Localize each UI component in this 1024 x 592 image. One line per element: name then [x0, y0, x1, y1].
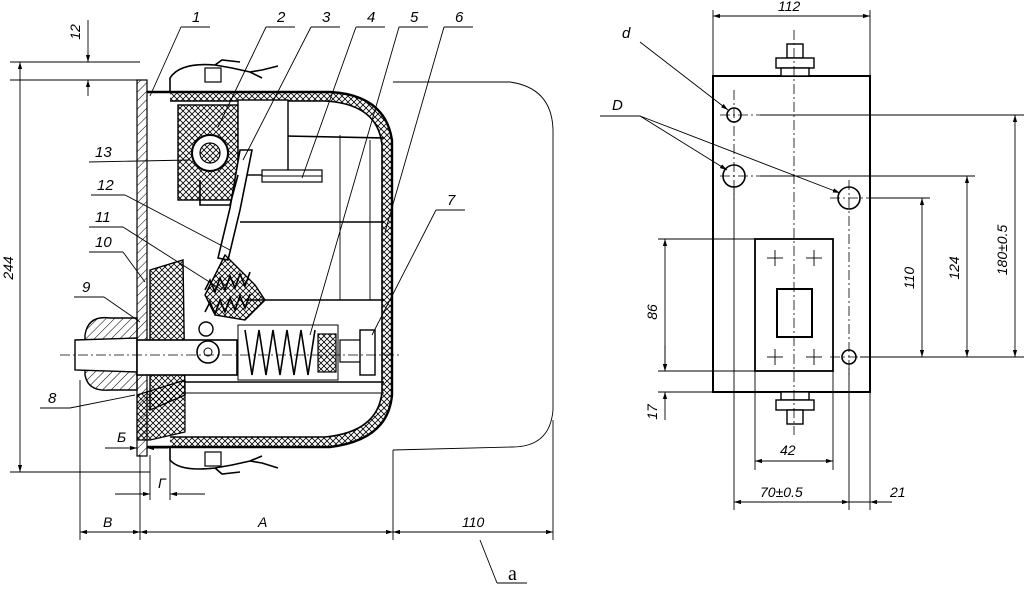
valve-disc — [196, 340, 220, 364]
dim-180: 180±0.5 — [994, 225, 1010, 276]
label-D: D — [612, 97, 623, 114]
dim-b: Б — [117, 429, 126, 445]
callout-13: 13 — [95, 144, 112, 161]
back-wall — [136, 79, 148, 457]
callout-1: 1 — [192, 9, 200, 26]
callout-labels: 1 2 3 4 5 6 7 8 9 10 11 12 13 — [40, 9, 473, 409]
dim-124: 124 — [946, 256, 962, 280]
dim-v: В — [103, 514, 112, 530]
callout-2: 2 — [276, 9, 286, 26]
callout-11: 11 — [95, 209, 111, 226]
pin — [198, 321, 214, 337]
armature — [204, 253, 266, 321]
top-terminal-nut — [786, 43, 804, 59]
bottom-terminal-nut — [786, 409, 804, 425]
dim-21: 21 — [889, 484, 906, 500]
bottom-flange — [136, 379, 186, 441]
lever-link — [199, 174, 239, 206]
indicator-slot — [776, 288, 813, 338]
left-dimensions: 244 12 В А 110 Б Г а — [0, 20, 554, 585]
callout-10: 10 — [95, 234, 112, 251]
dim-top-gap: 12 — [67, 24, 83, 40]
bottom-latch — [169, 447, 279, 475]
valve-body — [136, 339, 238, 376]
dim-a: А — [257, 514, 267, 530]
dim-cover-depth: 110 — [462, 514, 485, 530]
dim-42: 42 — [780, 442, 796, 458]
return-spring — [244, 329, 316, 376]
dim-110: 110 — [901, 267, 917, 290]
view-label: а — [508, 563, 517, 585]
dim-height: 244 — [0, 256, 16, 281]
top-latch — [169, 59, 279, 92]
spring-sleeve — [237, 324, 339, 381]
dim-70: 70±0.5 — [760, 484, 803, 500]
dim-width: 112 — [778, 0, 801, 14]
callout-7: 7 — [447, 192, 456, 209]
callout-12: 12 — [97, 177, 114, 194]
dim-g: Г — [158, 475, 167, 491]
right-front-view: d D 112 110 124 180±0.5 86 17 — [600, 0, 1024, 510]
left-section-view: 1 2 3 4 5 6 7 8 9 10 11 12 13 — [0, 9, 554, 585]
dim-86: 86 — [644, 304, 660, 320]
bearing-inner — [199, 142, 221, 164]
stopper — [317, 333, 337, 373]
callout-6: 6 — [455, 9, 464, 26]
bottom-terminal-washer — [780, 391, 810, 401]
label-d: d — [622, 25, 631, 42]
callout-8: 8 — [48, 390, 57, 407]
callout-9: 9 — [82, 279, 91, 296]
callout-5: 5 — [410, 9, 419, 26]
dim-17: 17 — [644, 403, 660, 420]
top-terminal-washer — [775, 57, 815, 69]
callout-4: 4 — [367, 9, 375, 26]
cover-outline — [392, 81, 554, 451]
callout-3: 3 — [322, 9, 331, 26]
